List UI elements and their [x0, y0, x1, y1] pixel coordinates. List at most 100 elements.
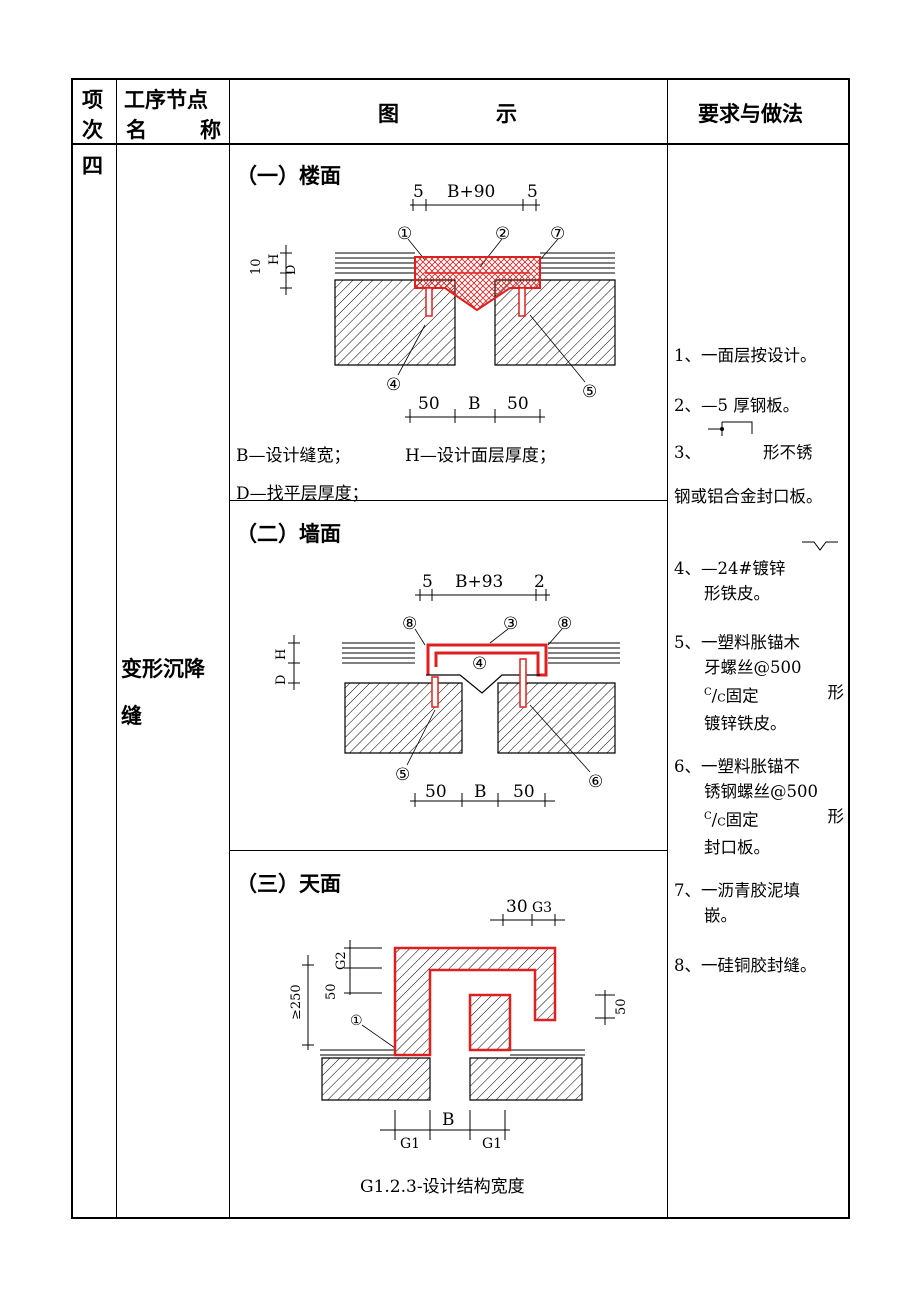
- wall-callout-8a: ⑧: [402, 614, 417, 634]
- header-requirements: 要求与做法: [698, 102, 803, 126]
- requirement-2: 2、—5 厚钢板。: [674, 393, 844, 418]
- req6-line2: 锈钢螺丝@500: [704, 782, 818, 801]
- wall-callout-4: ④: [472, 654, 487, 674]
- req1-text: 1、一面层按设计。: [674, 346, 817, 365]
- wall-callout-8b: ⑧: [557, 614, 572, 634]
- header-index-1: 项: [82, 88, 103, 112]
- roof-callout-1: ①: [350, 1013, 363, 1029]
- header-figure-a: 图: [378, 102, 399, 126]
- req6-line4: 封口板。: [704, 837, 770, 857]
- roof-caption: G1.2.3-设计结构宽度: [360, 1177, 525, 1197]
- wall-dim-5: 5: [422, 572, 433, 592]
- side-d: D: [284, 265, 299, 275]
- requirement-4: 4、—24#镀锌 形铁皮。: [674, 556, 844, 606]
- req7-line2: 嵌。: [704, 906, 737, 925]
- side-h: H: [267, 254, 282, 265]
- figure-divider-2: [229, 850, 668, 851]
- dim-50-left: 50: [418, 394, 440, 414]
- req5-fix: 固定: [725, 686, 759, 706]
- v-shape-icon: [802, 541, 838, 551]
- header-process-2b: 称: [200, 118, 221, 142]
- callout-2: ②: [495, 224, 510, 244]
- col-divider-3: [667, 78, 668, 1219]
- row-name-2: 缝: [121, 704, 142, 728]
- table-header-divider: [71, 143, 850, 145]
- req5-sup: C: [704, 687, 712, 698]
- req5-sub: C: [717, 691, 726, 705]
- req3-mid: 形不锈: [763, 443, 813, 462]
- section3-title: （三）天面: [236, 872, 341, 896]
- req2-text: 2、—5 厚钢板。: [674, 396, 800, 415]
- table-border-bottom: [71, 1217, 850, 1219]
- roof-joint-diagram: 30 G3 ≥250 50 G2 50 ① B G1 G1: [289, 897, 629, 1152]
- dim-b90: B+90: [447, 182, 495, 202]
- header-process-2a: 名: [126, 118, 147, 142]
- roof-side-right-50: 50: [614, 998, 629, 1015]
- side-10: 10: [249, 258, 264, 275]
- dim-5-left: 5: [413, 182, 424, 202]
- req5-line1: 5、一塑料胀锚木: [674, 633, 800, 652]
- roof-dim-g1-left: G1: [400, 1136, 420, 1152]
- table-border-left: [71, 78, 73, 1219]
- header-process-1: 工序节点: [124, 88, 208, 112]
- floor-joint-diagram: 5 B+90 5 ① ② ⑦ ④ ⑤ 10 H D: [249, 182, 616, 423]
- roof-side-g2: G2: [334, 951, 349, 970]
- legend-d: D—找平层厚度；: [236, 484, 369, 504]
- roof-dim-g3: G3: [532, 900, 552, 916]
- req4-line1: 4、—24#镀锌: [674, 559, 786, 578]
- req3-end: 钢或铝合金封口板。: [674, 487, 823, 506]
- wall-dim-50-left: 50: [425, 782, 447, 802]
- wall-callout-6: ⑥: [588, 772, 603, 792]
- wall-callout-3: ③: [503, 614, 518, 634]
- req5-line2: 牙螺丝@500: [704, 658, 802, 677]
- col-divider-1: [116, 78, 117, 1219]
- wall-side-h: H: [274, 649, 289, 660]
- wall-joint-diagram: 5 B+93 2 ⑧ ③ ⑧ ④ ⑤ ⑥ H D: [274, 572, 620, 807]
- callout-4: ④: [386, 375, 401, 395]
- wall-dim-2: 2: [534, 572, 545, 592]
- req6-line1: 6、一塑料胀锚不: [674, 757, 800, 776]
- wall-dim-50-right: 50: [513, 782, 535, 802]
- table-border-top: [71, 78, 850, 80]
- roof-dim-30: 30: [506, 897, 528, 917]
- dim-50-right: 50: [507, 394, 529, 414]
- legend-b: B—设计缝宽；: [236, 446, 351, 466]
- header-index-2: 次: [82, 118, 103, 142]
- header-figure-b: 示: [496, 102, 517, 126]
- req7-line1: 7、一沥青胶泥填: [674, 881, 800, 900]
- dim-b: B: [468, 394, 481, 414]
- callout-7: ⑦: [550, 224, 565, 244]
- req5-slash: /: [711, 686, 718, 706]
- requirement-1: 1、一面层按设计。: [674, 343, 844, 368]
- row-name-1: 变形沉降: [121, 657, 205, 681]
- wall-dim-b93: B+93: [455, 572, 503, 592]
- callout-5: ⑤: [582, 382, 597, 402]
- roof-side-50: 50: [324, 983, 339, 1000]
- req8-text: 8、一硅铜胶封缝。: [674, 956, 817, 975]
- req6-slash: /: [711, 810, 718, 830]
- req3-num: 3、: [674, 443, 701, 462]
- req6-fix: 固定: [725, 810, 759, 830]
- requirement-6: 6、一塑料胀锚不 锈钢螺丝@500 C/C固定形 封口板。: [674, 754, 844, 860]
- roof-dim-g1-right: G1: [482, 1136, 502, 1152]
- roof-dim-b: B: [442, 1110, 455, 1130]
- requirement-3c: 钢或铝合金封口板。: [674, 484, 844, 509]
- section2-title: （二）墙面: [236, 522, 341, 546]
- wall-callout-5: ⑤: [395, 765, 410, 785]
- req6-shape: 形: [827, 807, 845, 826]
- req5-line4: 镀锌铁皮。: [704, 713, 787, 733]
- wall-dim-b: B: [474, 782, 487, 802]
- requirement-8: 8、一硅铜胶封缝。: [674, 953, 844, 978]
- req6-sub: C: [717, 815, 726, 829]
- legend-h: H—设计面层厚度；: [405, 446, 556, 466]
- req4-line2: 形铁皮。: [704, 584, 770, 603]
- roof-side-250: ≥250: [289, 984, 304, 1020]
- dim-5-right: 5: [527, 182, 538, 202]
- figure-divider-1: [229, 500, 668, 501]
- requirement-7: 7、一沥青胶泥填 嵌。: [674, 878, 844, 928]
- table-border-right: [848, 78, 850, 1219]
- row-index: 四: [82, 154, 103, 178]
- req5-shape: 形: [827, 683, 845, 702]
- section1-title: （一）楼面: [236, 164, 341, 188]
- req6-sup: C: [704, 811, 712, 822]
